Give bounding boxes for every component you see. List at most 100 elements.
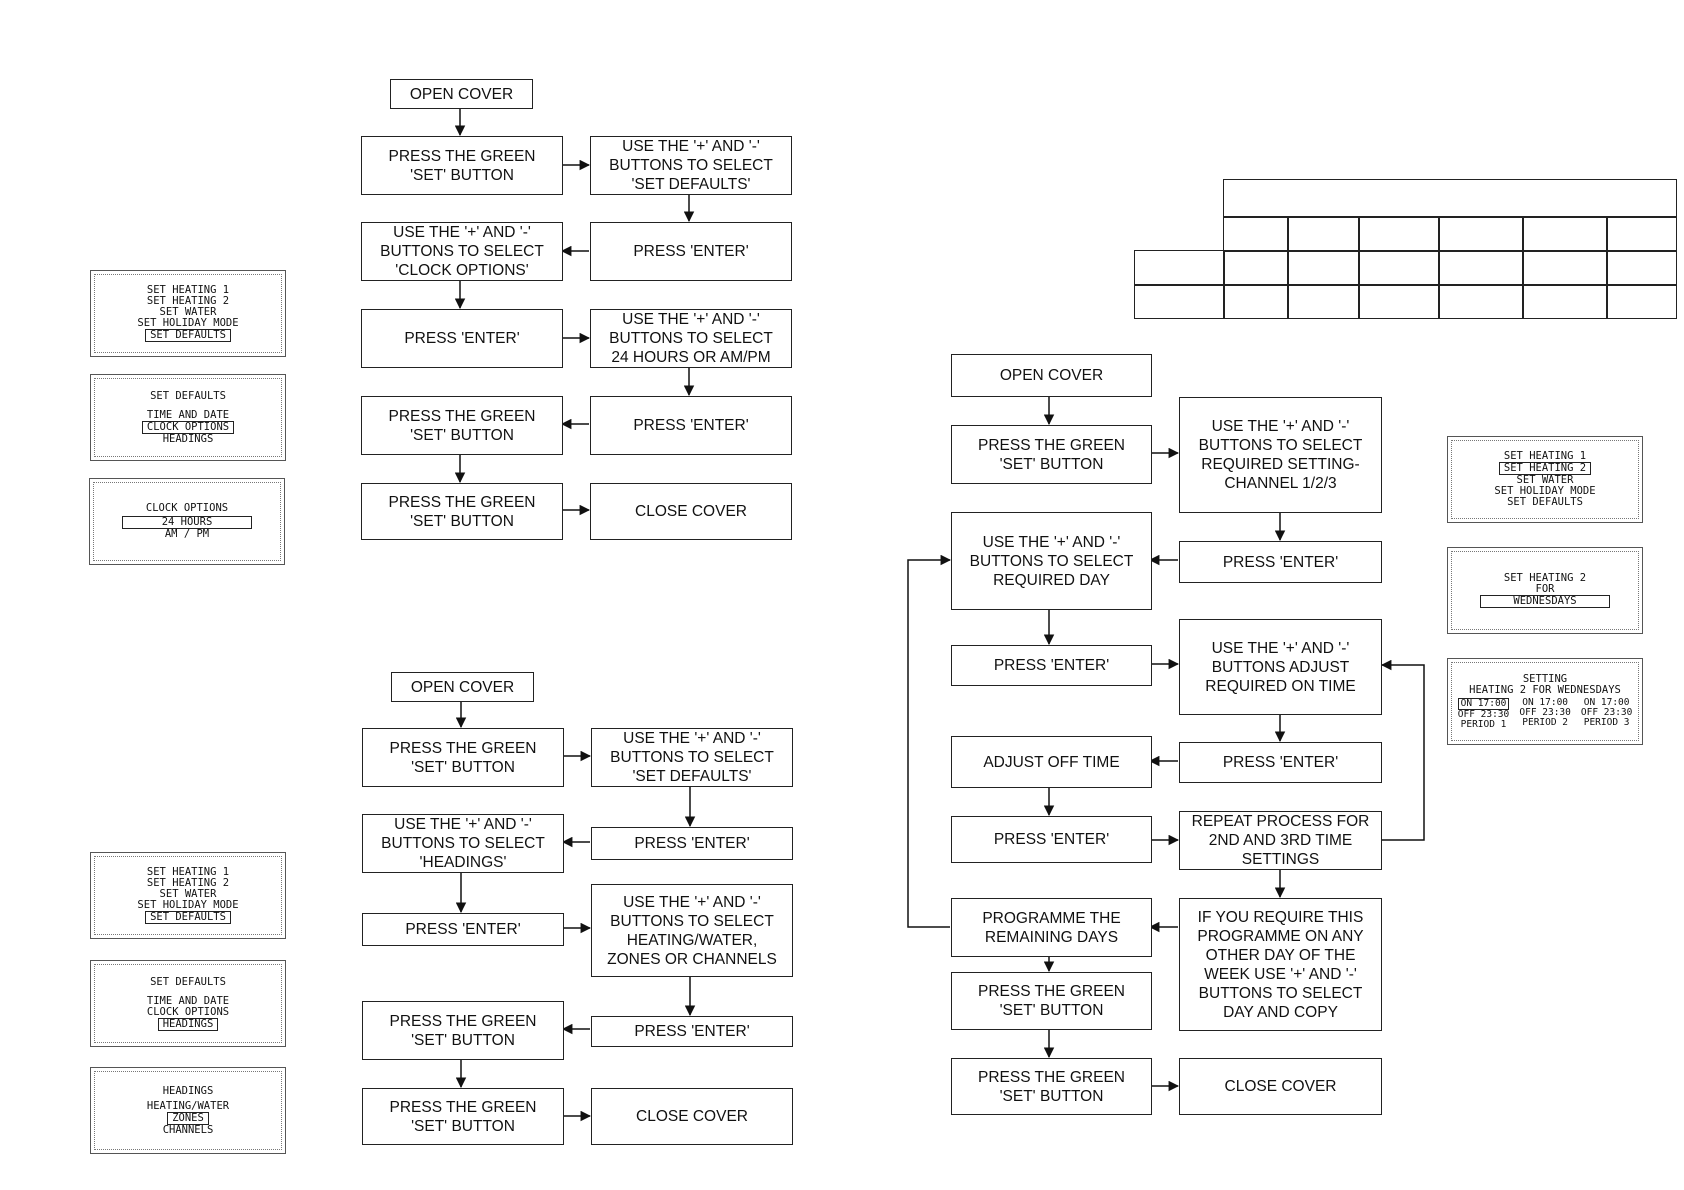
lcd-line-selected: SET HEATING 2 [1498, 462, 1592, 475]
table-cell [1287, 284, 1360, 319]
table-cell [1134, 250, 1225, 286]
table-cell [1522, 284, 1608, 319]
flow1-select-defaults: USE THE '+' AND '-' BUTTONS TO SELECT 'S… [590, 136, 792, 195]
table-cell [1223, 284, 1289, 319]
lcd-period-label: PERIOD 2 [1522, 716, 1569, 728]
lcd-line-selected: CLOCK OPTIONS [141, 420, 235, 434]
lcd-line: HEATING/WATER [146, 1099, 230, 1112]
lcd-period-label: PERIOD 3 [1583, 716, 1630, 728]
loop-arrow-repeat [1380, 659, 1425, 841]
lcd-line: SET HEATING 2 [146, 877, 230, 889]
lcd-title: SET DEFAULTS [150, 975, 226, 988]
table-cell [1606, 284, 1677, 319]
table-cell [1287, 216, 1360, 252]
flow1-press-set-1: PRESS THE GREEN 'SET' BUTTON [361, 136, 563, 195]
lcd-line: SET WATER [159, 888, 217, 900]
lcd-line: CLOCK OPTIONS [145, 502, 229, 514]
flow2-press-set-2: PRESS THE GREEN 'SET' BUTTON [362, 1001, 564, 1060]
lcd-line: SET DEFAULTS [1507, 496, 1583, 508]
lcd-line: AM / PM [164, 528, 210, 540]
lcd-defaults-headings-selected: SET DEFAULTS TIME AND DATE CLOCK OPTIONS… [90, 960, 286, 1047]
table-cell [1606, 216, 1677, 252]
lcd-line: CLOCK OPTIONS [146, 1005, 230, 1018]
flow1-close-cover: CLOSE COVER [590, 483, 792, 540]
lcd-menu-heating2-selected: SET HEATING 1 SET HEATING 2 SET WATER SE… [1447, 436, 1643, 523]
table-cell [1606, 250, 1677, 286]
lcd-period-3: ON 17:00 OFF 23:30 PERIOD 3 [1580, 696, 1633, 730]
flow2-press-set-3: PRESS THE GREEN 'SET' BUTTON [362, 1088, 564, 1145]
flow2-select-heating: USE THE '+' AND '-' BUTTONS TO SELECT HE… [591, 884, 793, 977]
lcd-off-time: OFF 23:30 [1580, 706, 1633, 718]
lcd-setting-periods: SETTING HEATING 2 FOR WEDNESDAYS ON 17:0… [1447, 658, 1643, 745]
table-cell [1358, 250, 1440, 286]
flow2-press-enter-2: PRESS 'ENTER' [362, 913, 564, 946]
lcd-line-selected: SET DEFAULTS [145, 329, 231, 342]
lcd-line: FOR [1535, 583, 1555, 595]
flow3-select-day: USE THE '+' AND '-' BUTTONS TO SELECT RE… [951, 512, 1152, 610]
lcd-line: SET HEATING 1 [146, 866, 230, 878]
lcd-menu-defaults-selected: SET HEATING 1 SET HEATING 2 SET WATER SE… [90, 852, 286, 939]
table-cell [1287, 250, 1360, 286]
lcd-line: SET WATER [159, 306, 217, 318]
flow1-select-clock: USE THE '+' AND '-' BUTTONS TO SELECT 'C… [361, 222, 563, 281]
flow3-close-cover: CLOSE COVER [1179, 1058, 1382, 1115]
lcd-period-label: PERIOD 1 [1460, 718, 1507, 730]
flow2-press-enter-3: PRESS 'ENTER' [591, 1016, 793, 1047]
lcd-line: HEADINGS [162, 432, 214, 445]
lcd-line: SET HEATING 2 [1503, 572, 1587, 584]
table-cell [1438, 216, 1524, 252]
lcd-title: HEADINGS [162, 1084, 214, 1097]
flow3-press-enter-1: PRESS 'ENTER' [1179, 541, 1382, 583]
table-cell [1522, 216, 1608, 252]
flow2-press-enter-1: PRESS 'ENTER' [591, 827, 793, 860]
lcd-on-time: ON 17:00 [1522, 696, 1569, 708]
flow1-select-hours: USE THE '+' AND '-' BUTTONS TO SELECT 24… [590, 309, 792, 368]
table-cell [1223, 216, 1289, 252]
lcd-on-time-selected: ON 17:00 [1457, 697, 1510, 710]
lcd-clock-options: CLOCK OPTIONS 24 HOURS AM / PM [89, 478, 285, 565]
flow2-close-cover: CLOSE COVER [591, 1088, 793, 1145]
flow3-press-set-2: PRESS THE GREEN 'SET' BUTTON [951, 972, 1152, 1030]
table-cell [1134, 284, 1225, 319]
lcd-defaults-clock-selected: SET DEFAULTS TIME AND DATE CLOCK OPTIONS… [90, 374, 286, 461]
flow3-select-channel: USE THE '+' AND '-' BUTTONS TO SELECT RE… [1179, 397, 1382, 513]
lcd-line: HEATING 2 FOR WEDNESDAYS [1469, 683, 1621, 696]
flow1-press-set-2: PRESS THE GREEN 'SET' BUTTON [361, 396, 563, 455]
lcd-line: SET HOLIDAY MODE [137, 899, 239, 911]
lcd-heating2-wednesdays: SET HEATING 2 FOR WEDNESDAYS [1447, 547, 1643, 634]
flow3-adjust-off: ADJUST OFF TIME [951, 736, 1152, 788]
lcd-line-selected: WEDNESDAYS [1480, 595, 1610, 608]
lcd-menu-defaults-selected: SET HEATING 1 SET HEATING 2 SET WATER SE… [90, 270, 286, 357]
flow1-press-enter-3: PRESS 'ENTER' [590, 396, 792, 455]
flow2-open-cover: OPEN COVER [391, 672, 534, 702]
lcd-off-time: OFF 23:30 [1457, 708, 1510, 720]
lcd-line-selected: 24 HOURS [122, 516, 252, 529]
table-cell [1358, 216, 1440, 252]
flow3-repeat: REPEAT PROCESS FOR 2ND AND 3RD TIME SETT… [1179, 811, 1382, 870]
lcd-period-2: ON 17:00 OFF 23:30 PERIOD 2 [1519, 696, 1570, 730]
flow2-select-headings: USE THE '+' AND '-' BUTTONS TO SELECT 'H… [362, 814, 564, 873]
lcd-period-grid: ON 17:00 OFF 23:30 PERIOD 1 ON 17:00 OFF… [1457, 696, 1633, 730]
table-header-cell [1223, 179, 1677, 218]
table-cell [1223, 250, 1289, 286]
lcd-line: SET HOLIDAY MODE [137, 317, 239, 329]
lcd-line: SET HOLIDAY MODE [1494, 485, 1596, 497]
lcd-on-time: ON 17:00 [1583, 696, 1630, 708]
flow3-remaining-days: PROGRAMME THE REMAINING DAYS [951, 898, 1152, 957]
lcd-line-selected: ZONES [167, 1111, 209, 1125]
lcd-line-selected: SET DEFAULTS [145, 911, 231, 924]
flow1-press-enter-1: PRESS 'ENTER' [590, 222, 792, 281]
flow1-press-enter-2: PRESS 'ENTER' [361, 309, 563, 368]
lcd-line: TIME AND DATE [146, 994, 230, 1007]
table-cell [1522, 250, 1608, 286]
flow3-adjust-on: USE THE '+' AND '-' BUTTONS ADJUST REQUI… [1179, 619, 1382, 715]
flow3-press-enter-3: PRESS 'ENTER' [1179, 742, 1382, 783]
flow3-press-set-3: PRESS THE GREEN 'SET' BUTTON [951, 1058, 1152, 1115]
flow3-copy-day: IF YOU REQUIRE THIS PROGRAMME ON ANY OTH… [1179, 898, 1382, 1031]
loop-arrow-remaining-days [907, 554, 952, 928]
flow1-open-cover: OPEN COVER [390, 79, 533, 109]
lcd-line-selected: HEADINGS [157, 1017, 219, 1031]
lcd-line: TIME AND DATE [146, 408, 230, 421]
lcd-line: SET WATER [1516, 474, 1574, 486]
